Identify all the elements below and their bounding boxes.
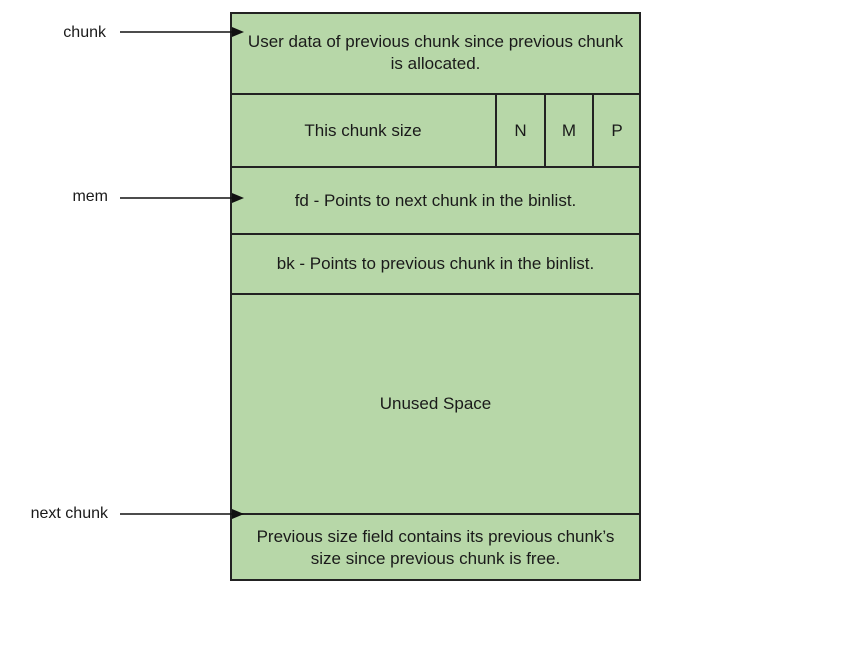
flag-m-cell: M <box>545 94 593 167</box>
bk-cell: bk - Points to previous chunk in the bin… <box>230 234 641 294</box>
fd-cell: fd - Points to next chunk in the binlist… <box>230 167 641 234</box>
prev-user-data-cell: User data of previous chunk since previo… <box>230 12 641 94</box>
mem-arrow <box>120 193 244 203</box>
bk-text: bk - Points to previous chunk in the bin… <box>276 254 595 273</box>
prev-user-data-text: User data of previous chunk since previo… <box>247 32 624 73</box>
divider-line <box>230 233 641 235</box>
mem-pointer-label: mem <box>72 188 108 205</box>
flag-divider-line <box>544 94 546 167</box>
unused-space-text: Unused Space <box>379 394 492 413</box>
divider-line <box>230 293 641 295</box>
chunk-pointer-label: chunk <box>63 24 106 41</box>
next-chunk-pointer-label: next chunk <box>30 505 108 522</box>
flag-m-text: M <box>561 120 577 140</box>
divider-line <box>230 166 641 168</box>
flag-divider-line <box>592 94 594 167</box>
chunk-size-cell: This chunk size <box>230 94 496 167</box>
divider-line <box>230 93 641 95</box>
chunk-size-text: This chunk size <box>304 120 422 140</box>
next-prev-size-cell: Previous size field contains its previou… <box>230 514 641 581</box>
flag-divider-line <box>495 94 497 167</box>
flag-p-cell: P <box>593 94 641 167</box>
divider-line <box>230 513 641 515</box>
flag-p-text: P <box>611 120 623 140</box>
flag-n-text: N <box>514 120 527 140</box>
chunk-arrow <box>120 27 244 37</box>
unused-space-cell: Unused Space <box>230 294 641 514</box>
next-prev-size-text: Previous size field contains its previou… <box>256 526 615 568</box>
flag-n-cell: N <box>496 94 545 167</box>
fd-text: fd - Points to next chunk in the binlist… <box>294 190 577 210</box>
next-chunk-arrow <box>120 509 244 519</box>
